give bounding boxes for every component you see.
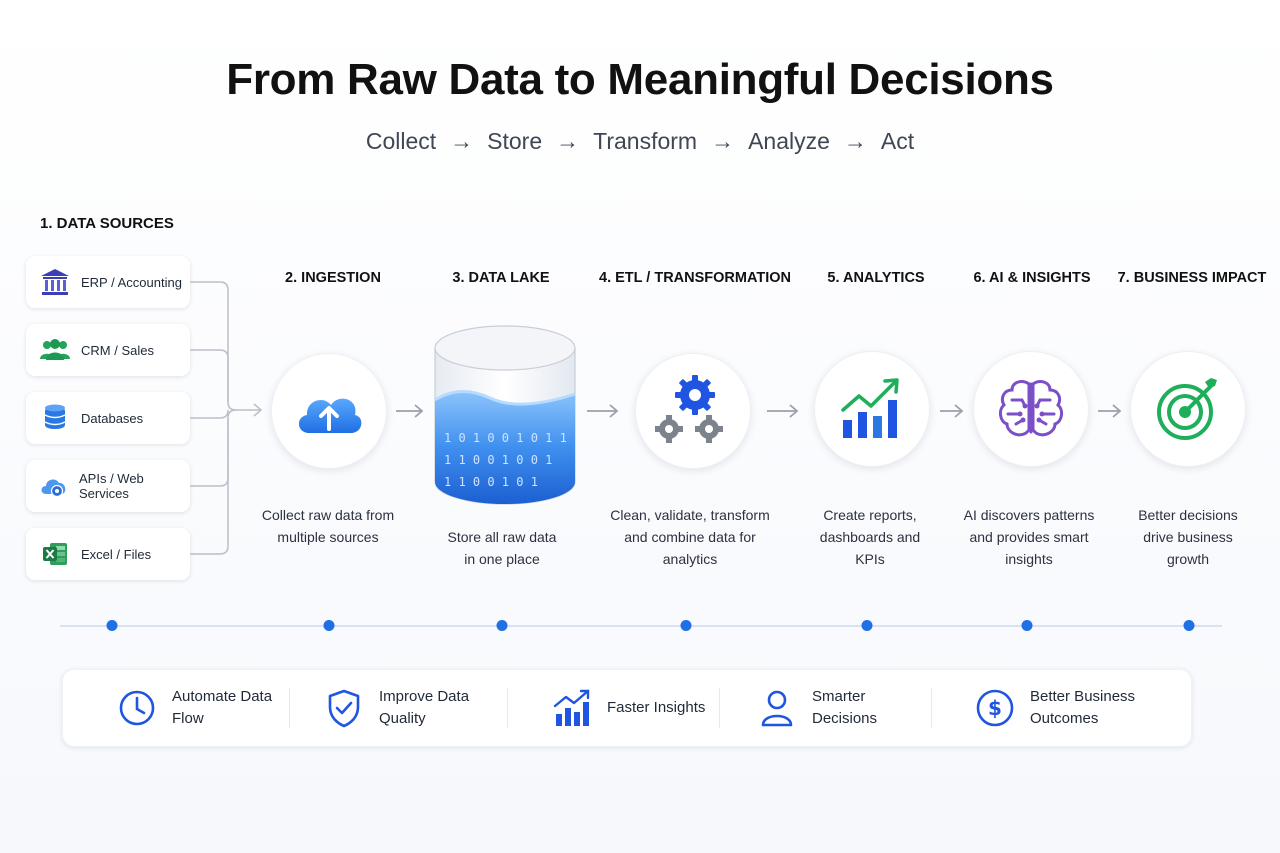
timeline-dot [323,620,335,631]
source-databases: Databases [26,392,190,444]
step-act: Act [880,128,915,154]
benefit-label: Better Business Outcomes [1030,688,1136,727]
divider [719,688,720,728]
flow-arrow-icon [767,404,799,418]
ingestion-circle [271,353,387,469]
timeline-dot [1183,620,1195,631]
timeline-dot [106,620,118,631]
arrow-icon: → [556,128,580,154]
benefit-quality: Improve Data Quality [324,670,499,746]
impact-circle [1130,351,1246,467]
arrow-icon: → [843,128,867,154]
cloud-upload-icon [298,398,362,433]
source-label: Excel / Files [81,546,152,562]
benefit-label: Smarter Decisions [812,688,878,727]
stage-desc-etl: Clean, validate, transform and combine d… [610,507,770,567]
benefit-label: Automate Data Flow [172,688,273,727]
binary-row: 1 1 0 0 1 0 1 [444,475,538,489]
source-label: CRM / Sales [81,342,154,358]
ai-circle [973,351,1089,467]
user-icon [757,688,797,728]
stage-title-ai-insights: 6. AI & INSIGHTS [973,270,1091,286]
divider [931,688,932,728]
stage-desc-ai-insights: AI discovers patterns and provides smart… [963,507,1095,567]
benefits-bar: Automate Data Flow Improve Data Quality … [62,669,1192,747]
timeline-dot [680,620,692,631]
bar-chart-icon [841,378,899,438]
stage-desc-data-lake: Store all raw data in one place [447,529,557,567]
benefit-label: Improve Data Quality [379,688,470,727]
svg-text:$: $ [988,696,1002,720]
benefit-label: Faster Insights [607,699,706,716]
cloud-gear-icon [38,472,70,500]
step-transform: Transform [593,128,698,154]
stage-title-analytics: 5. ANALYTICS [827,270,925,286]
source-label: ERP / Accounting [81,274,182,290]
benefit-faster-insights: Faster Insights [552,670,727,746]
benefit-business-outcomes: $ Better Business Outcomes [975,670,1160,746]
target-icon [1157,378,1217,440]
source-crm-sales: CRM / Sales [26,324,190,376]
step-store: Store [487,128,543,154]
excel-icon [38,540,72,568]
data-sources-heading: 1. DATA SOURCES [40,215,174,232]
binary-row: 1 1 0 0 1 0 0 1 [444,453,552,467]
flow-arrow-icon [940,404,964,418]
gears-icon [655,375,723,443]
stage-desc-business-impact: Better decisions drive business growth [1138,507,1238,567]
stage-title-ingestion: 2. INGESTION [285,270,381,286]
flow-arrow-icon [587,404,619,418]
source-excel-files: Excel / Files [26,528,190,580]
stage-desc-analytics: Create reports, dashboards and KPIs [819,507,921,567]
source-label: Databases [81,410,144,426]
stage-desc-ingestion: Collect raw data from multiple sources [261,507,395,545]
database-icon [38,404,72,432]
timeline-line [60,625,1222,627]
source-label: APIs / Web Services [79,471,144,501]
stage-title-business-impact: 7. BUSINESS IMPACT [1117,270,1267,286]
step-analyze: Analyze [748,128,830,154]
growth-chart-icon [552,688,592,728]
flow-arrow-icon [1098,404,1122,418]
source-erp-accounting: ERP / Accounting [26,256,190,308]
timeline-dot [861,620,873,631]
step-collect: Collect [365,128,437,154]
stage-title-etl: 4. ETL / TRANSFORMATION [599,270,791,286]
etl-circle [635,353,751,469]
process-steps: Collect → Store → Transform → Analyze → Act [0,128,1280,155]
binary-row: 1 0 1 0 0 1 0 1 1 [444,431,567,445]
stage-title-data-lake: 3. DATA LAKE [452,270,550,286]
source-connectors [190,281,263,555]
clock-icon [117,688,157,728]
flow-arrow-icon [396,404,424,418]
people-icon [38,336,72,364]
benefit-smarter-decisions: Smarter Decisions [757,670,932,746]
arrow-icon: → [450,128,474,154]
benefit-automate: Automate Data Flow [117,670,292,746]
dollar-icon: $ [975,688,1015,728]
page-title: From Raw Data to Meaningful Decisions [226,55,1054,104]
brain-icon [998,380,1064,437]
shield-check-icon [324,688,364,728]
divider [507,688,508,728]
data-lake-icon: 1 0 1 0 0 1 0 1 1 1 1 0 0 1 0 0 1 1 1 0 … [434,325,576,505]
bank-icon [38,268,72,296]
divider [289,688,290,728]
source-apis-web-services: APIs / Web Services [26,460,190,512]
analytics-circle [814,351,930,467]
arrow-icon: → [711,128,735,154]
timeline-dot [496,620,508,631]
timeline-dot [1021,620,1033,631]
